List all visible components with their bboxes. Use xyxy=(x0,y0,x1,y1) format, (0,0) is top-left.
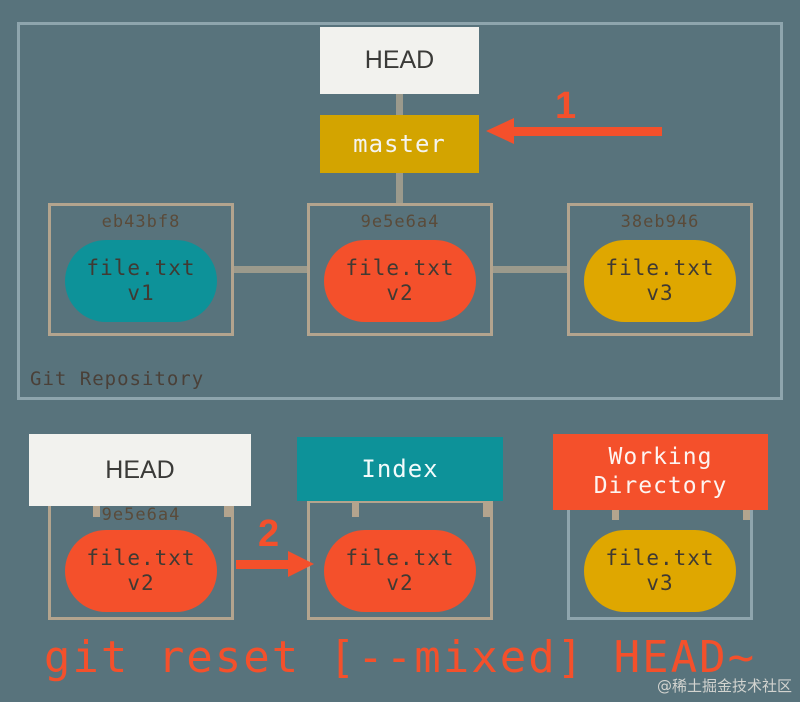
connector-wd-to-snapshot xyxy=(612,500,619,520)
connector-master-to-commit xyxy=(396,173,403,203)
blob-version: v3 xyxy=(646,281,674,305)
head-snapshot-frame: 9e5e6a4 file.txt v2 xyxy=(48,500,234,620)
blob-filename: file.txt xyxy=(345,255,455,280)
head-box-repository: HEAD xyxy=(320,27,479,94)
blob-version: v2 xyxy=(386,571,414,595)
blob-filename: file.txt xyxy=(605,545,715,570)
commit-hash: 9e5e6a4 xyxy=(101,505,181,525)
working-directory-title-line1: Working xyxy=(608,444,713,471)
working-directory-title-line2: Directory xyxy=(593,473,728,499)
arrow-1-number: 1 xyxy=(555,85,577,127)
connector-commit1-commit2 xyxy=(234,266,307,273)
blob-version: v2 xyxy=(127,571,155,595)
connector-head-to-snapshot xyxy=(93,495,100,517)
git-repository-frame xyxy=(17,22,783,400)
arrow-1-shaft xyxy=(512,127,662,136)
arrow-2-shaft xyxy=(236,560,292,569)
watermark: @稀土掘金技术社区 xyxy=(656,677,792,695)
connector-index-to-snapshot xyxy=(352,495,359,517)
file-blob: file.txt v2 xyxy=(65,530,217,612)
connector-commit2-commit3 xyxy=(493,266,567,273)
commit-hash: 9e5e6a4 xyxy=(360,212,440,232)
blob-version: v1 xyxy=(127,281,155,305)
blob-filename: file.txt xyxy=(605,255,715,280)
connector-wd-to-snapshot xyxy=(743,500,750,520)
arrow-2-head-icon xyxy=(288,551,314,577)
blob-filename: file.txt xyxy=(345,545,455,570)
working-directory-box: Working Directory xyxy=(553,434,768,510)
file-blob: file.txt v3 xyxy=(584,530,736,612)
commit-hash: 38eb946 xyxy=(620,212,700,232)
file-blob: file.txt v2 xyxy=(324,530,476,612)
blob-version: v3 xyxy=(646,571,674,595)
commit-hash: eb43bf8 xyxy=(101,212,181,232)
connector-head-to-snapshot xyxy=(224,495,231,517)
index-snapshot-frame: file.txt v2 xyxy=(307,500,493,620)
connector-head-to-master xyxy=(396,94,403,115)
head-box-staging: HEAD xyxy=(29,434,251,506)
working-directory-snapshot-frame: file.txt v3 xyxy=(567,500,753,620)
master-branch-box: master xyxy=(320,115,479,173)
blob-filename: file.txt xyxy=(86,545,196,570)
git-repository-label: Git Repository xyxy=(30,368,205,390)
commit-node: 9e5e6a4 file.txt v2 xyxy=(307,203,493,336)
file-blob: file.txt v3 xyxy=(584,240,736,322)
commit-node: eb43bf8 file.txt v1 xyxy=(48,203,234,336)
arrow-2-number: 2 xyxy=(258,513,280,555)
index-box: Index xyxy=(297,437,503,501)
connector-index-to-snapshot xyxy=(483,495,490,517)
file-blob: file.txt v1 xyxy=(65,240,217,322)
blob-filename: file.txt xyxy=(86,255,196,280)
arrow-1-head-icon xyxy=(486,118,514,144)
blob-version: v2 xyxy=(386,281,414,305)
git-command-text: git reset [--mixed] HEAD~ xyxy=(43,632,757,683)
commit-node: 38eb946 file.txt v3 xyxy=(567,203,753,336)
file-blob: file.txt v2 xyxy=(324,240,476,322)
